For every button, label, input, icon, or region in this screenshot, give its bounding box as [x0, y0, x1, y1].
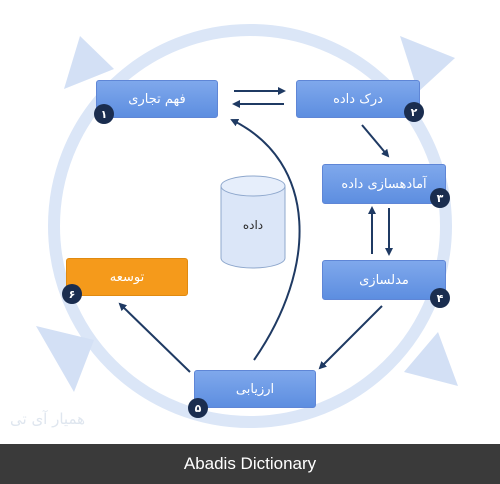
data-cylinder	[220, 175, 286, 269]
badge-step-2: ۲	[404, 102, 424, 122]
step-label-deployment: توسعه	[109, 269, 145, 285]
step-modeling: مدلسازی	[322, 260, 446, 300]
step-label-evaluation: ارزیابی	[235, 381, 275, 397]
crisp-dm-diagram: فهم تجاری ۱ درک داده ۲ آمادهسازی داده ۳ …	[10, 24, 458, 428]
ring-arrow-bottom-left	[36, 326, 94, 392]
arrow-evaluation-to-business	[230, 119, 301, 361]
badge-step-3: ۳	[430, 188, 450, 208]
arrow-understanding-to-preparation	[361, 124, 390, 158]
arrow-evaluation-to-deployment	[118, 302, 191, 373]
badge-step-6: ۶	[62, 284, 82, 304]
step-business-understanding: فهم تجاری	[96, 80, 218, 118]
ring-arrow-bottom-right	[404, 332, 458, 386]
step-label-data-understanding: درک داده	[333, 91, 383, 107]
watermark-text: همیار آی تی	[10, 410, 86, 428]
badge-step-5: ۵	[188, 398, 208, 418]
arrow-modeling-to-evaluation	[318, 305, 383, 370]
step-data-preparation: آمادهسازی داده	[322, 164, 446, 204]
step-label-business-understanding: فهم تجاری	[128, 91, 186, 107]
step-data-understanding: درک داده	[296, 80, 420, 118]
ring-arrow-top-left	[64, 36, 114, 89]
diagram-graphics	[36, 24, 458, 428]
step-evaluation: ارزیابی	[194, 370, 316, 408]
footer-caption: Abadis Dictionary	[183, 454, 317, 473]
footer-caption-bar: Abadis Dictionary	[0, 444, 500, 484]
data-cylinder-label: داده	[242, 218, 264, 232]
step-label-modeling: مدلسازی	[359, 272, 409, 288]
badge-step-4: ۴	[430, 288, 450, 308]
ring-arrow-top-right	[400, 36, 455, 92]
step-deployment: توسعه	[66, 258, 188, 296]
outer-cycle-ring	[48, 24, 452, 428]
step-label-data-preparation: آمادهسازی داده	[341, 176, 427, 192]
badge-step-1: ۱	[94, 104, 114, 124]
